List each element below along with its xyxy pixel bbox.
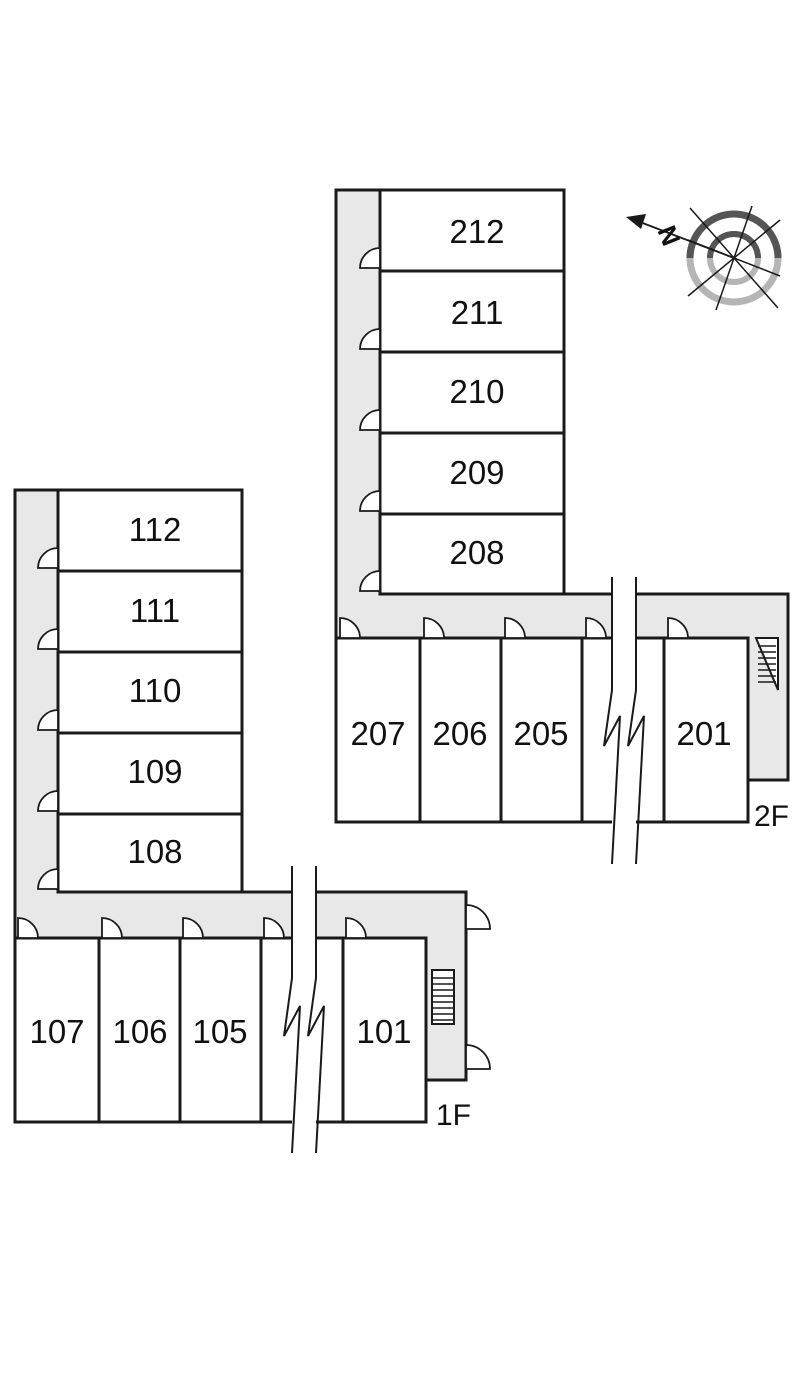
room-201[interactable]: 201 bbox=[662, 636, 750, 824]
room-number: 209 bbox=[449, 454, 504, 491]
north-label: N bbox=[652, 221, 687, 250]
room-number: 105 bbox=[192, 1013, 247, 1050]
floor-label: 2F bbox=[754, 800, 789, 833]
room-105[interactable]: 105 bbox=[178, 936, 263, 1124]
room-number: 201 bbox=[676, 715, 731, 752]
room-112[interactable]: 112 bbox=[56, 488, 244, 573]
room-208[interactable]: 208 bbox=[378, 512, 566, 596]
room-number: 106 bbox=[112, 1013, 167, 1050]
stairs-icon bbox=[431, 969, 455, 1025]
break-line-marker bbox=[283, 866, 325, 1154]
room-101[interactable]: 101 bbox=[341, 936, 428, 1124]
floor-2-plan: 212 211 210 209 208 207 206 205 bbox=[334, 188, 790, 865]
door-icons bbox=[339, 247, 689, 639]
room-205[interactable]: 205 bbox=[499, 636, 584, 824]
compass-rose-icon: N bbox=[626, 205, 782, 311]
room-number: 211 bbox=[451, 294, 504, 331]
room-number: 210 bbox=[449, 373, 504, 410]
room-number: 208 bbox=[449, 534, 504, 571]
break-line-marker bbox=[603, 577, 645, 865]
room-number: 101 bbox=[356, 1013, 411, 1050]
room-209[interactable]: 209 bbox=[378, 431, 566, 516]
room-number: 206 bbox=[432, 715, 487, 752]
room-212[interactable]: 212 bbox=[378, 188, 566, 273]
room-211[interactable]: 211 bbox=[378, 269, 566, 354]
room-111[interactable]: 111 bbox=[56, 569, 244, 654]
room-number: 108 bbox=[127, 833, 182, 870]
room-number: 212 bbox=[449, 213, 504, 250]
stairs-icon bbox=[754, 637, 779, 691]
room-110[interactable]: 110 bbox=[56, 650, 244, 735]
floor-1-plan: 112 111 110 109 108 107 106 105 bbox=[13, 488, 491, 1154]
room-number: 205 bbox=[513, 715, 568, 752]
room-number: 107 bbox=[29, 1013, 84, 1050]
room-106[interactable]: 106 bbox=[97, 936, 182, 1124]
door-icons bbox=[17, 547, 491, 1070]
room-number: 109 bbox=[127, 753, 182, 790]
room-number: 111 bbox=[130, 592, 180, 629]
room-210[interactable]: 210 bbox=[378, 350, 566, 435]
room-number: 112 bbox=[129, 511, 182, 548]
room-109[interactable]: 109 bbox=[56, 731, 244, 816]
room-number: 110 bbox=[129, 672, 182, 709]
room-207[interactable]: 207 bbox=[334, 636, 422, 824]
floor-label: 1F bbox=[436, 1099, 471, 1132]
room-206[interactable]: 206 bbox=[418, 636, 503, 824]
room-number: 207 bbox=[350, 715, 405, 752]
room-107[interactable]: 107 bbox=[13, 936, 101, 1124]
room-108[interactable]: 108 bbox=[56, 812, 244, 894]
